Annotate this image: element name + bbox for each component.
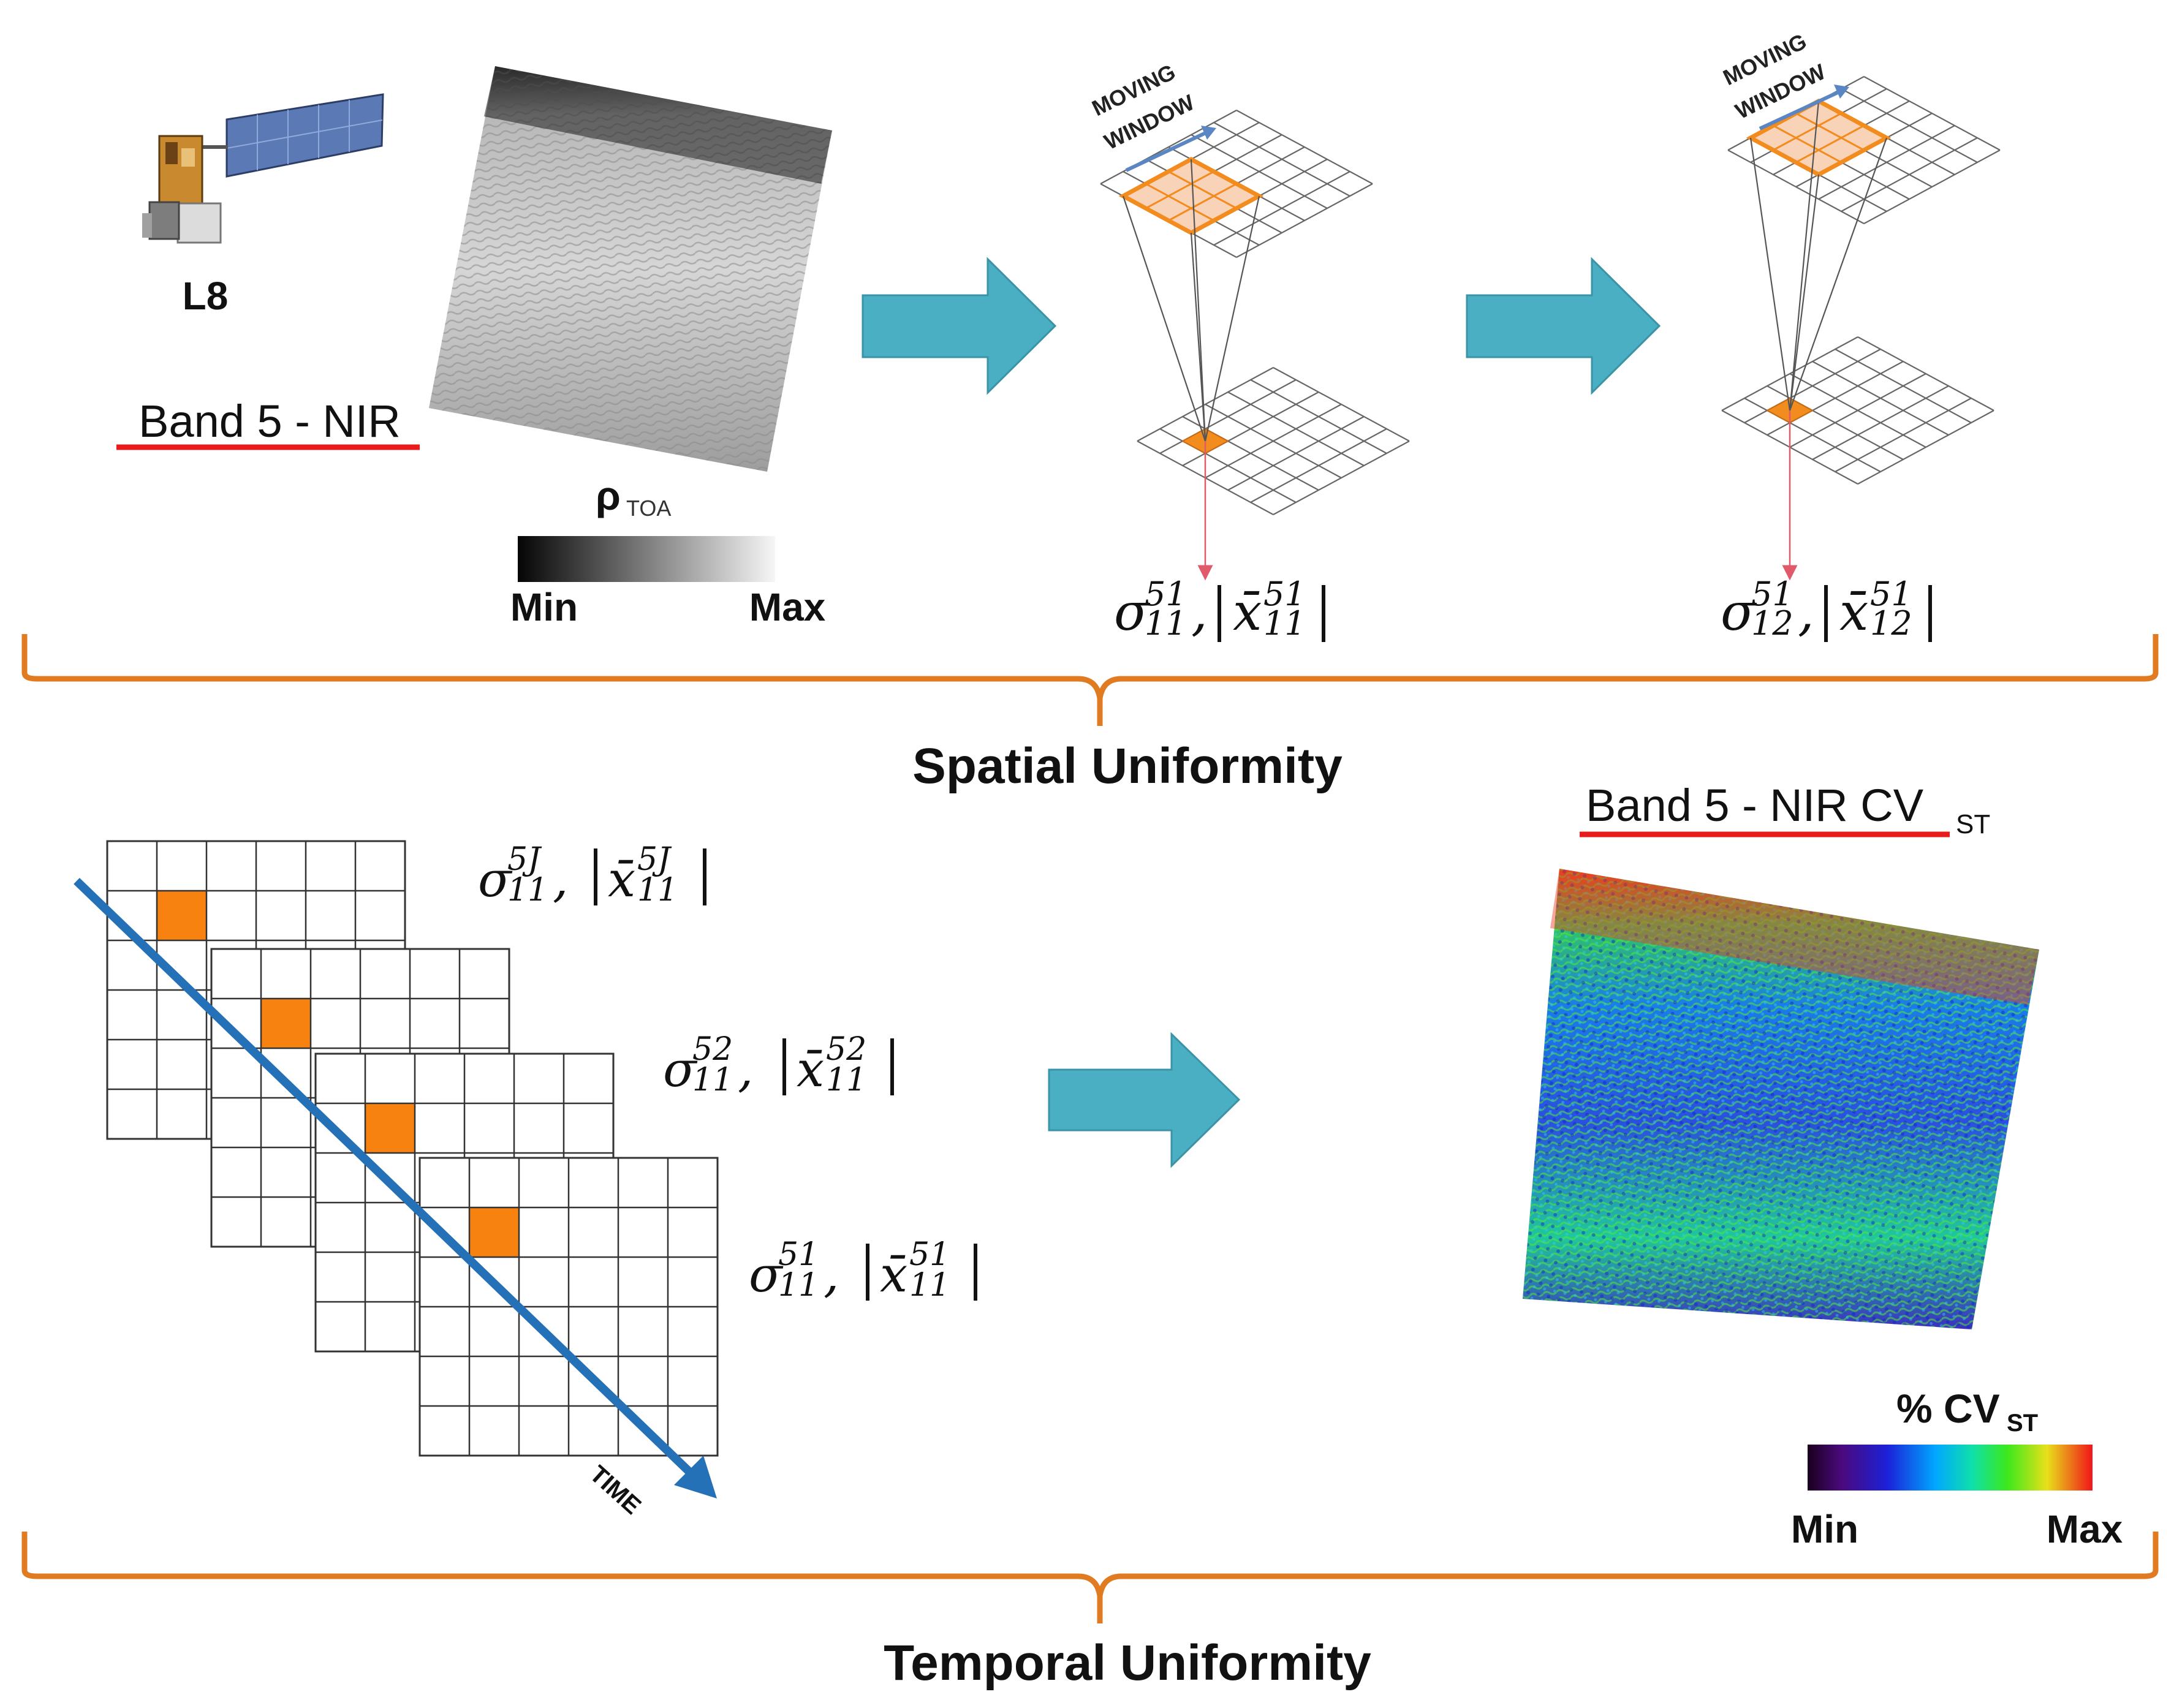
cv-scale-max: Max: [2047, 1507, 2123, 1551]
moving-window-diagram-1: [1100, 110, 1410, 581]
highlighted-pixel: [260, 998, 311, 1049]
svg-text:11: 11: [778, 1267, 819, 1304]
projection-line: [1789, 100, 1820, 411]
satellite-icon: [142, 93, 384, 244]
window-grid: [1773, 112, 1865, 164]
svg-text:12: 12: [1751, 604, 1793, 643]
cv-colorbar: [1808, 1445, 2093, 1491]
bottom-grid: [1721, 336, 1994, 485]
cv-st-image: [1523, 869, 2039, 1329]
svg-text:,: ,: [1191, 582, 1208, 642]
right-arrow-icon: [862, 257, 1057, 395]
spatial-uniformity-label: Spatial Uniformity: [912, 738, 1343, 794]
rho-symbol: ρ: [596, 473, 621, 518]
time-frame: [419, 1157, 719, 1457]
cv-scale-min: Min: [1791, 1507, 1858, 1551]
output-label: Band 5 - NIR CV: [1586, 780, 1924, 831]
time-label: TIME: [585, 1460, 646, 1520]
projection-line: [1190, 159, 1206, 442]
projection-line: [1789, 174, 1820, 411]
projection-line: [1204, 195, 1260, 442]
formula-sigma-51: σ 51 11 , x̄ 51 11: [749, 1236, 977, 1304]
svg-text:51: 51: [1263, 575, 1306, 613]
temporal-uniformity-label: Temporal Uniformity: [884, 1635, 1371, 1691]
projection-line: [1122, 195, 1206, 442]
svg-text:51: 51: [1870, 575, 1912, 613]
svg-text:51: 51: [1751, 575, 1793, 613]
svg-text:5J: 5J: [637, 841, 672, 878]
band-label: Band 5 - NIR: [138, 396, 401, 447]
output-label-subscript: ST: [1956, 809, 1990, 839]
moving-direction-arrowhead: [1834, 85, 1849, 99]
svg-text:11: 11: [637, 872, 678, 909]
svg-text:51: 51: [1145, 575, 1187, 613]
formula-sigma-5j: σ 5J 11 , x̄ 5J 11: [478, 841, 706, 909]
svg-text:51: 51: [909, 1236, 950, 1273]
svg-text:,: ,: [824, 1246, 839, 1303]
window-fill: [1751, 101, 1887, 175]
svg-text:,: ,: [553, 851, 568, 908]
rho-subscript: TOA: [626, 496, 671, 521]
cv-scale-subscript: ST: [2007, 1410, 2038, 1437]
formula-sigma-12: σ 51 12 , x̄ 51 12: [1721, 575, 1932, 643]
svg-text:52: 52: [692, 1031, 733, 1068]
temporal-brace: [21, 1532, 2159, 1623]
svg-text:11: 11: [1145, 604, 1187, 643]
formula-sigma-52: σ 52 11 , x̄ 52 11: [663, 1031, 894, 1098]
svg-text:12: 12: [1870, 604, 1912, 643]
svg-text:,: ,: [738, 1041, 753, 1098]
rho-scale-max: Max: [749, 585, 826, 629]
cv-scale-label: % CV: [1896, 1386, 2000, 1431]
spatial-brace: [21, 634, 2159, 726]
reflectance-colorbar: [518, 536, 775, 582]
projection-line: [1749, 137, 1791, 411]
svg-text:x̄: x̄: [797, 1041, 824, 1098]
rho-scale-min: Min: [510, 585, 578, 629]
svg-text:11: 11: [826, 1062, 866, 1098]
svg-text:11: 11: [692, 1062, 733, 1098]
window-grid: [1145, 170, 1237, 222]
svg-text:x̄: x̄: [1839, 582, 1868, 642]
svg-text:x̄: x̄: [1233, 582, 1262, 642]
svg-text:51: 51: [778, 1236, 819, 1273]
svg-text:11: 11: [909, 1267, 950, 1304]
svg-text:σ: σ: [478, 851, 513, 908]
satellite-label: L8: [183, 274, 229, 318]
moving-direction-arrow: [1125, 128, 1213, 172]
right-arrow-icon: [1466, 257, 1661, 395]
highlighted-pixel: [469, 1207, 520, 1258]
svg-text:5J: 5J: [507, 841, 542, 878]
formula-sigma-11: σ 51 11 , x̄ 51 11: [1114, 575, 1325, 643]
svg-text:x̄: x̄: [880, 1246, 907, 1303]
svg-text:x̄: x̄: [608, 851, 635, 908]
highlighted-pixel: [365, 1103, 415, 1154]
right-arrow-icon: [1048, 1032, 1241, 1168]
svg-text:σ: σ: [663, 1041, 698, 1098]
svg-text:,: ,: [1798, 582, 1814, 642]
svg-text:11: 11: [507, 872, 548, 909]
highlighted-pixel: [156, 890, 207, 941]
time-arrow: [74, 877, 699, 1481]
svg-text:52: 52: [826, 1031, 866, 1068]
nir-toa-image: [429, 66, 832, 472]
time-arrowhead: [674, 1456, 717, 1498]
moving-direction-arrow: [1759, 88, 1846, 130]
temporal-image-stack: [106, 840, 719, 1457]
projection-line: [1789, 137, 1888, 411]
bottom-grid: [1137, 367, 1410, 515]
moving-direction-arrowhead: [1201, 126, 1216, 140]
svg-text:σ: σ: [749, 1246, 784, 1303]
svg-text:11: 11: [1263, 604, 1306, 643]
svg-text:σ: σ: [1721, 582, 1757, 642]
svg-text:σ: σ: [1114, 582, 1151, 642]
moving-window-diagram-2: [1721, 76, 2001, 581]
projection-line: [1190, 232, 1206, 442]
